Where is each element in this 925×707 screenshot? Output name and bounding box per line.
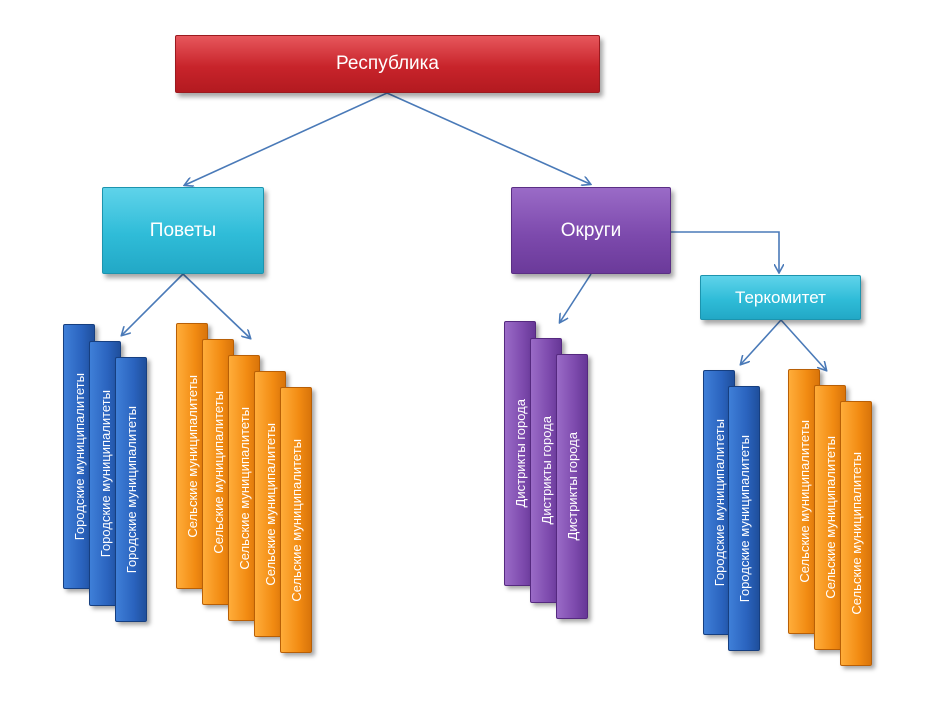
terkomitet-rural-municipality-label: Сельские муниципалитеты [822,436,838,599]
povety-rural-municipality-box: Сельские муниципалитеты [280,387,312,653]
okrugi-node: Округи [511,187,671,274]
arrow-terkomitet-to-urban [741,319,782,364]
okrugi-label: Округи [560,219,622,241]
terkomitet-rural-municipality-label: Сельские муниципалитеты [796,420,812,583]
okrugi-city-district-label: Дистрикты города [538,416,554,525]
terkomitet-rural-municipality-label: Сельские муниципалитеты [848,452,864,615]
povety-rural-municipality-label: Сельские муниципалитеты [210,390,226,554]
okrugi-city-district-label: Дистрикты города [512,399,528,508]
terkomitet-node: Теркомитет [700,275,861,320]
arrow-povety-to-urban [122,273,184,335]
arrow-okrugi-to-districts [560,273,592,322]
povety-urban-municipality-box: Городские муниципалитеты [115,357,147,622]
povety-urban-municipality-label: Городские муниципалитеты [123,405,139,574]
terkomitet-label: Теркомитет [735,287,826,307]
republic-node: Республика [175,35,600,93]
terkomitet-rural-municipality-box: Сельские муниципалитеты [840,401,872,666]
povety-rural-municipality-label: Сельские муниципалитеты [236,406,252,570]
arrow-povety-to-rural [182,273,250,338]
arrow-republic-to-povety [185,92,388,185]
arrow-republic-to-okrugi [386,92,590,184]
republic-label: Республика [336,53,439,74]
povety-node: Поветы [102,187,264,274]
arrow-okrugi-to-terkomitet [671,231,779,272]
povety-urban-municipality-label: Городские муниципалитеты [97,389,113,558]
terkomitet-urban-municipality-box: Городские муниципалитеты [728,386,760,651]
okrugi-city-district-label: Дистрикты города [564,432,580,541]
povety-label: Поветы [149,219,217,241]
terkomitet-urban-municipality-label: Городские муниципалитеты [711,418,727,587]
povety-urban-municipality-label: Городские муниципалитеты [71,372,87,541]
povety-rural-municipality-label: Сельские муниципалитеты [288,438,304,602]
arrow-terkomitet-to-rural [780,319,826,370]
okrugi-city-district-box: Дистрикты города [556,354,588,619]
povety-rural-municipality-label: Сельские муниципалитеты [184,374,200,538]
terkomitet-urban-municipality-label: Городские муниципалитеты [736,434,752,603]
povety-rural-municipality-label: Сельские муниципалитеты [262,422,278,586]
